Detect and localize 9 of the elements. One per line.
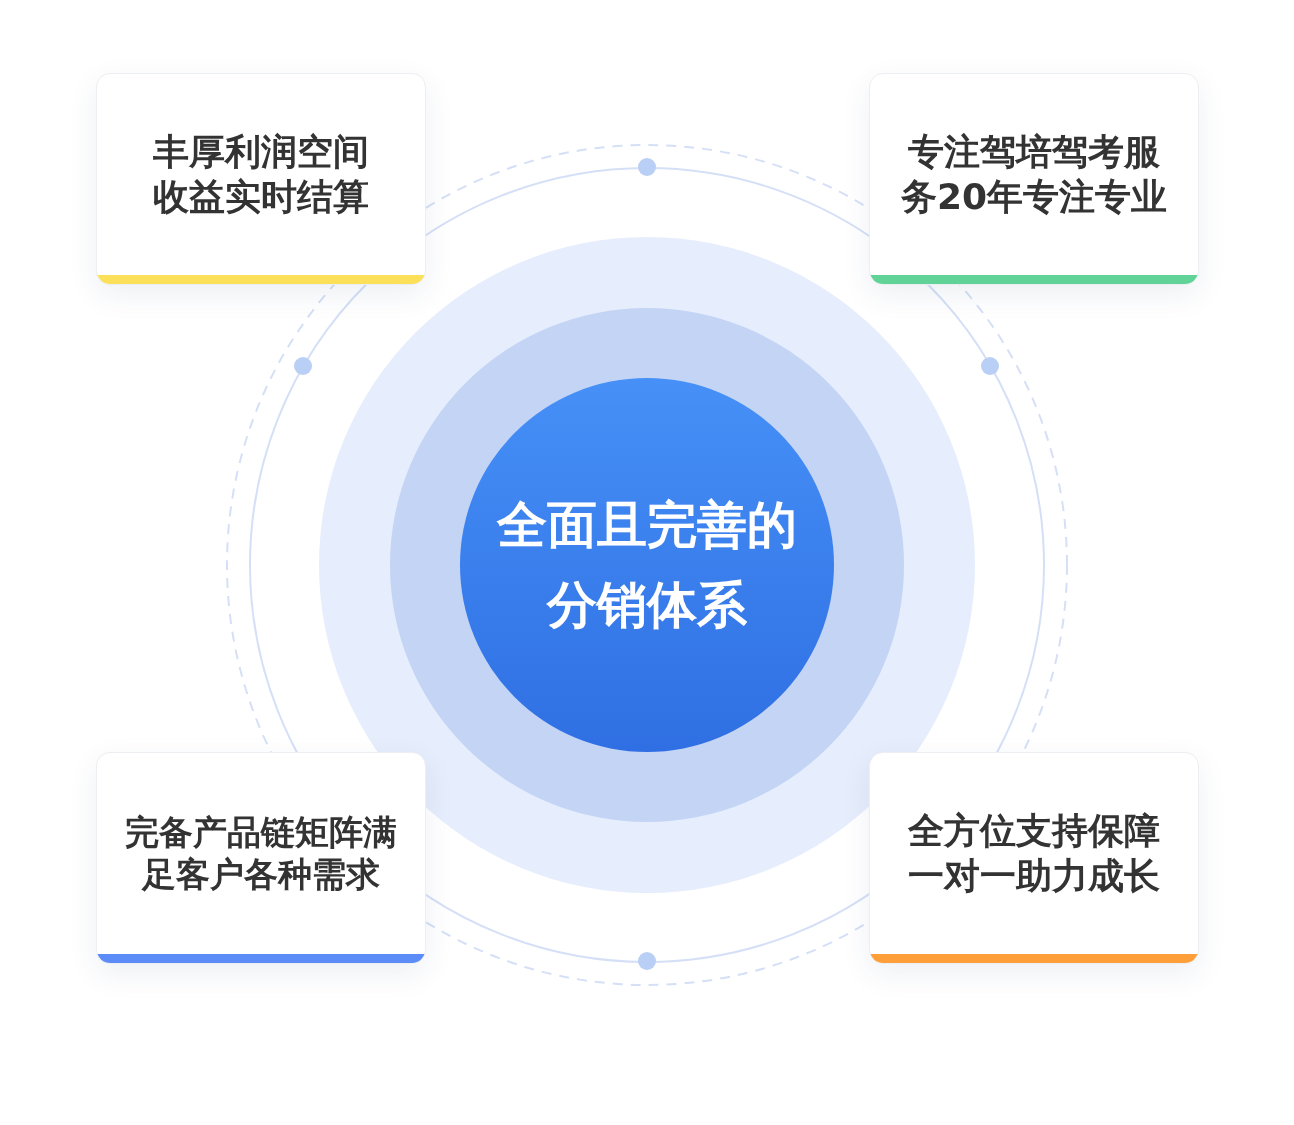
feature-card	[96, 752, 426, 964]
center-title: 全面且完善的分销体系	[495, 495, 798, 636]
card-text: 专注驾培驾考服务20年专注专业	[899, 130, 1169, 219]
card-text: 完备产品链矩阵满足客户各种需求	[124, 810, 398, 896]
card-text: 全方位支持保障一对一助力成长	[907, 809, 1161, 898]
feature-card	[96, 73, 426, 285]
feature-card	[869, 73, 1199, 285]
card-text: 丰厚利润空间收益实时结算	[152, 130, 370, 219]
feature-card	[869, 752, 1199, 964]
